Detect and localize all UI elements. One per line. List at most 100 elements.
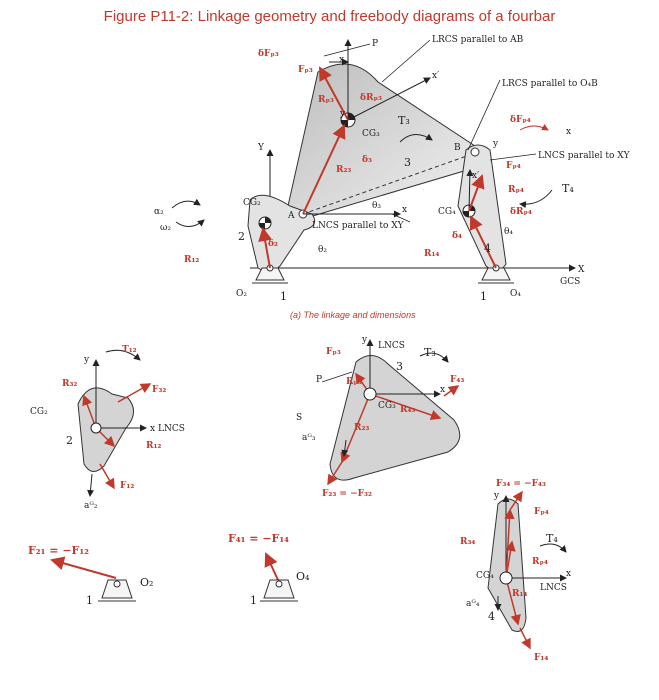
ground-pin-o4 <box>478 264 514 284</box>
point-a-label: A <box>287 211 295 221</box>
fbd2-x: x <box>150 424 155 434</box>
fbd4-t4: T₄ <box>546 532 558 545</box>
fbd-link-4: F₃₄ = −F₄₃ y Fₚ₄ R₃₄ T₄ Rₚ₄ CG₄ x LNCS R… <box>460 479 571 663</box>
y4-label: y <box>492 139 499 149</box>
theta4-label: θ₄ <box>504 227 513 237</box>
fbd2-r12: R₁₂ <box>146 441 161 451</box>
t4-label: T₄ <box>562 182 574 195</box>
gcs-x-label: X <box>578 265 585 275</box>
fbd4-num: 4 <box>488 610 495 623</box>
fbd2-f32: F₃₂ <box>152 385 166 395</box>
lrcs-o4b-label: LRCS parallel to O₄B <box>502 79 598 89</box>
fbd2-cg2: CG₂ <box>30 407 48 417</box>
point-p-label: P <box>372 39 378 49</box>
gcs-label: GCS <box>560 277 580 287</box>
fbd4-cg4: CG₄ <box>476 571 494 581</box>
ground2-o2: O₂ <box>140 576 153 589</box>
link-2-label: 2 <box>238 230 245 243</box>
fbd2-f12: F₁₂ <box>120 481 134 491</box>
coupler-link-3 <box>287 63 483 220</box>
fbd3-p: P <box>316 375 322 385</box>
fbd2-lncs: LNCS <box>158 424 185 434</box>
fbd3-r43: R₄₃ <box>400 405 415 415</box>
fbd4-f34: F₃₄ = −F₄₃ <box>496 479 546 489</box>
o4-label: O₄ <box>510 289 521 299</box>
link-4-label: 4 <box>484 242 491 255</box>
fbd3-rp3: Rₚ₃ <box>346 377 362 387</box>
local-x-top-label: x <box>339 55 344 65</box>
fbd4-x: x <box>566 569 571 579</box>
link-3-label: 3 <box>404 156 411 169</box>
fp3-label: Fₚ₃ <box>298 65 313 75</box>
d3-label: δ₃ <box>362 155 372 165</box>
fbd3-s: S <box>296 413 302 423</box>
ground-o2-fbd: F₂₁ = −F₁₂ O₂ 1 <box>28 544 153 607</box>
fbd2-num: 2 <box>66 434 73 447</box>
cg3-label: CG₃ <box>362 129 380 139</box>
x4-label: x <box>566 127 571 137</box>
o2-label: O₂ <box>236 289 247 299</box>
fbd4-y: y <box>493 491 500 501</box>
x-prime-3-label: x′ <box>432 71 439 81</box>
ground-1-right-label: 1 <box>480 290 487 303</box>
ground4-num: 1 <box>250 594 257 607</box>
fbd4-f14: F₁₄ <box>534 653 548 663</box>
point-b-label: B <box>454 143 461 153</box>
r14-main-label: R₁₄ <box>424 249 439 259</box>
ground-pin-o2 <box>252 264 288 284</box>
fbd4-lncs: LNCS <box>540 583 567 593</box>
dfp3-label: δFₚ₃ <box>258 49 279 59</box>
fbd3-num: 3 <box>396 360 403 373</box>
r12-main-label: R₁₂ <box>184 255 199 265</box>
theta3-label: θ₃ <box>372 201 381 211</box>
cg4-label: CG₄ <box>438 207 456 217</box>
r23-label: R₂₃ <box>336 165 351 175</box>
fbd3-cg3: CG₃ <box>378 401 396 411</box>
d4-label: δ₄ <box>452 231 462 241</box>
rp3-label: Rₚ₃ <box>318 95 334 105</box>
fbd3-fp3: Fₚ₃ <box>326 347 341 357</box>
ground2-f21: F₂₁ = −F₁₂ <box>28 544 89 557</box>
cg2-label: CG₂ <box>243 198 261 208</box>
fbd2-r32: R₃₂ <box>62 379 77 389</box>
t3-label: T₃ <box>398 114 410 127</box>
d2-label: δ₂ <box>268 239 278 249</box>
fbd3-lncs: LNCS <box>378 341 405 351</box>
rp4-label: Rₚ₄ <box>508 185 524 195</box>
omega2-label: ω₂ <box>160 223 171 233</box>
ground4-f41: F₄₁ = −F₁₄ <box>228 532 289 545</box>
figure-caption: (a) The linkage and dimensions <box>290 310 416 320</box>
fbd4-r14: R₁₄ <box>512 589 527 599</box>
fbd-link-3: LNCS y x T₃ Fₚ₃ Rₚ₃ F₄₃ P CG₃ R₄₃ R₂₃ 3 … <box>296 335 464 499</box>
gcs-y-label: Y <box>257 143 265 153</box>
fbd3-x: x <box>440 385 445 395</box>
dfp4-label: δFₚ₄ <box>510 115 531 125</box>
theta2-label: θ₂ <box>318 245 327 255</box>
lrcs-ab-label: LRCS parallel to AB <box>432 35 524 45</box>
cg2-marker <box>258 216 272 230</box>
ground-1-left-label: 1 <box>280 290 287 303</box>
x-prime-4-label: x′ <box>472 171 479 181</box>
fbd3-t3: T₃ <box>424 346 436 359</box>
fbd3-f21: F₂₃ = −F₃₂ <box>322 489 372 499</box>
fbd4-ag4: aᴳ₄ <box>466 599 480 609</box>
fbd2-y: y <box>83 355 90 365</box>
drp3-label: δRₚ₃ <box>360 93 382 103</box>
lncs-xy-mid-label: LNCS parallel to XY <box>312 221 405 231</box>
ground2-num: 1 <box>86 594 93 607</box>
fbd3-f43: F₄₃ <box>450 375 464 385</box>
drp4-label: δRₚ₄ <box>510 207 532 217</box>
fbd4-r34: R₃₄ <box>460 537 475 547</box>
fbd3-y: y <box>361 335 368 345</box>
fbd3-r23: R₂₃ <box>354 423 369 433</box>
fbd4-fp4: Fₚ₄ <box>534 507 549 517</box>
alpha2-label: α₂ <box>154 207 164 217</box>
figure-title: Figure P11-2: Linkage geometry and freeb… <box>103 8 556 25</box>
fbd4-rp4: Rₚ₄ <box>532 557 548 567</box>
fbd2-t12: T₁₂ <box>122 345 137 355</box>
fbd3-ag3: aᴳ₃ <box>302 433 316 443</box>
ground-o4-fbd: F₄₁ = −F₁₄ O₄ 1 <box>228 532 310 607</box>
local-y-label: y <box>339 109 346 119</box>
lncs-xy-right-label: LNCS parallel to XY <box>538 151 631 161</box>
